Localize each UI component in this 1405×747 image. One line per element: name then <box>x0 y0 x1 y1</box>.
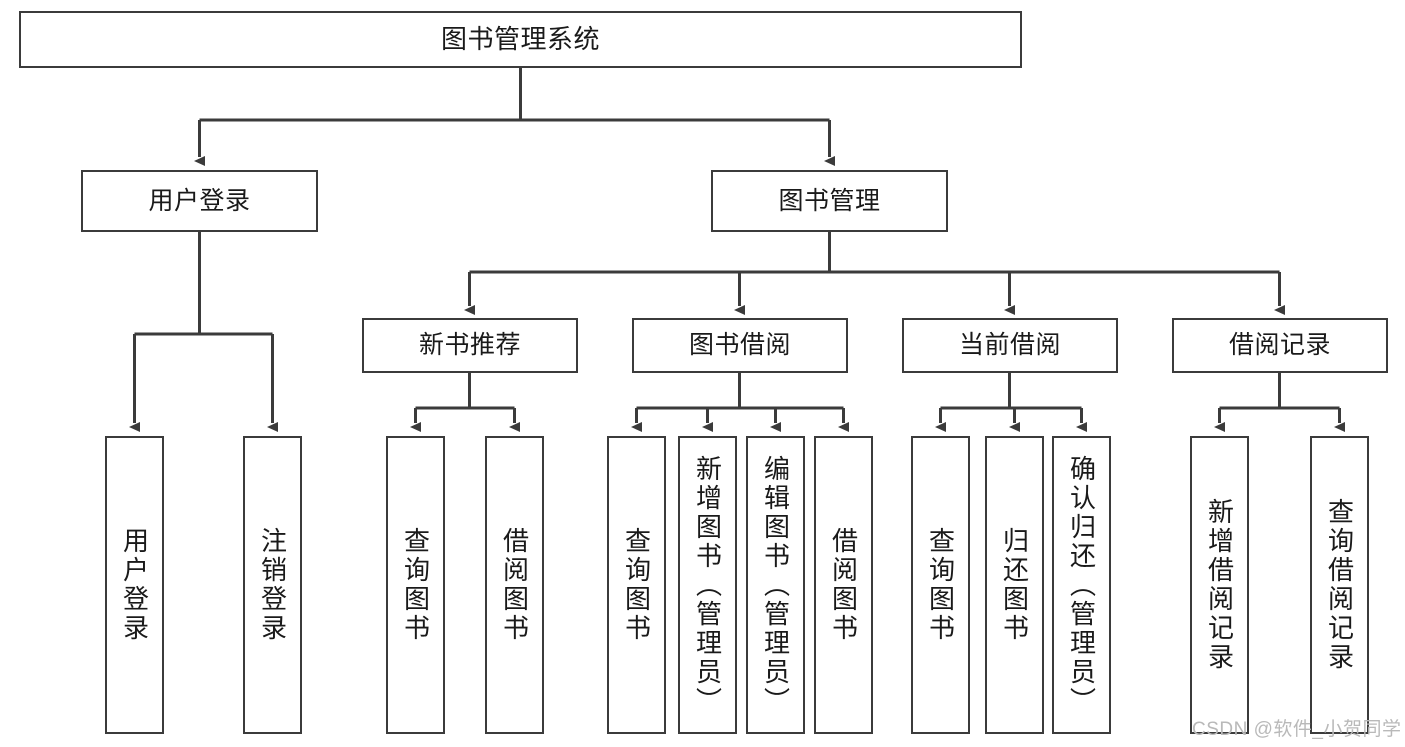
node-current-borrow[interactable]: 当前借阅 <box>902 318 1118 373</box>
leaf-confirm-return[interactable]: 确认归还（管理员） <box>1052 436 1111 734</box>
leaf-add-book-label: 新增图书（管理员） <box>692 454 723 716</box>
leaf-add-record-label: 新增借阅记录 <box>1204 498 1235 672</box>
leaf-query-book-2-label: 查询图书 <box>621 527 652 643</box>
leaf-user-login-label: 用户登录 <box>119 527 150 643</box>
leaf-query-book-2[interactable]: 查询图书 <box>607 436 666 734</box>
leaf-add-book[interactable]: 新增图书（管理员） <box>678 436 737 734</box>
leaf-user-logout-label: 注销登录 <box>257 527 288 643</box>
leaf-edit-book-label: 编辑图书（管理员） <box>760 454 791 716</box>
leaf-user-login[interactable]: 用户登录 <box>105 436 164 734</box>
node-new-book-rec-label: 新书推荐 <box>418 331 521 359</box>
node-borrow-record-label: 借阅记录 <box>1228 331 1331 359</box>
node-new-book-rec[interactable]: 新书推荐 <box>362 318 578 373</box>
leaf-query-book-1-label: 查询图书 <box>400 527 431 643</box>
leaf-add-record[interactable]: 新增借阅记录 <box>1190 436 1249 734</box>
leaf-confirm-return-label: 确认归还（管理员） <box>1066 454 1097 716</box>
node-book-borrow-label: 图书借阅 <box>688 331 791 359</box>
leaf-query-book-3-label: 查询图书 <box>925 527 956 643</box>
node-user-login[interactable]: 用户登录 <box>81 170 318 232</box>
leaf-borrow-book-1-label: 借阅图书 <box>499 527 530 643</box>
leaf-borrow-book-2-label: 借阅图书 <box>828 527 859 643</box>
node-root-label: 图书管理系统 <box>440 24 600 55</box>
csdn-watermark: CSDN @软件_小贺同学 <box>1192 719 1402 740</box>
leaf-query-book-1[interactable]: 查询图书 <box>386 436 445 734</box>
node-book-manage[interactable]: 图书管理 <box>711 170 948 232</box>
node-root[interactable]: 图书管理系统 <box>19 11 1022 68</box>
leaf-borrow-book-1[interactable]: 借阅图书 <box>485 436 544 734</box>
node-current-borrow-label: 当前借阅 <box>958 331 1061 359</box>
leaf-borrow-book-2[interactable]: 借阅图书 <box>814 436 873 734</box>
leaf-edit-book[interactable]: 编辑图书（管理员） <box>746 436 805 734</box>
leaf-query-record-label: 查询借阅记录 <box>1324 498 1355 672</box>
node-book-borrow[interactable]: 图书借阅 <box>632 318 848 373</box>
node-borrow-record[interactable]: 借阅记录 <box>1172 318 1388 373</box>
leaf-query-record[interactable]: 查询借阅记录 <box>1310 436 1369 734</box>
leaf-query-book-3[interactable]: 查询图书 <box>911 436 970 734</box>
node-user-login-label: 用户登录 <box>148 186 251 215</box>
node-book-manage-label: 图书管理 <box>778 186 881 215</box>
leaf-return-book-label: 归还图书 <box>999 527 1030 643</box>
leaf-user-logout[interactable]: 注销登录 <box>243 436 302 734</box>
leaf-return-book[interactable]: 归还图书 <box>985 436 1044 734</box>
